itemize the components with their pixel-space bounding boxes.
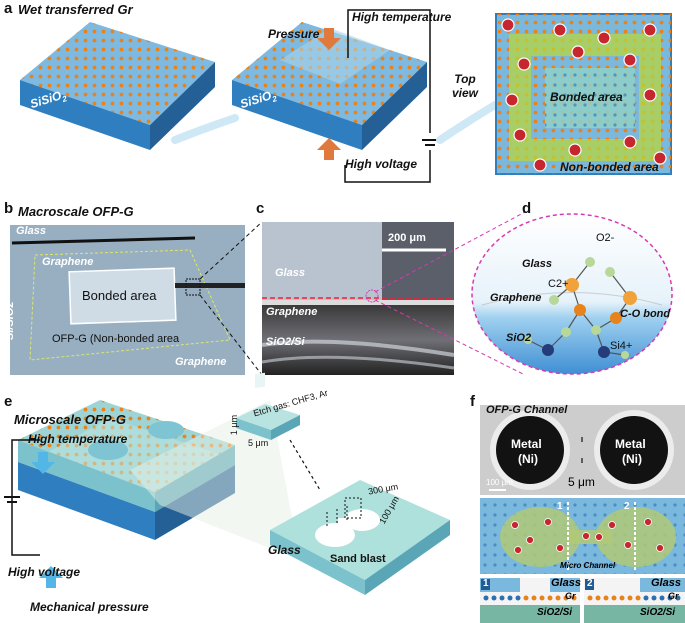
c-graphene-label: Graphene bbox=[266, 306, 318, 318]
substrate-block-2 bbox=[232, 22, 427, 150]
panel-c-micrograph bbox=[261, 222, 455, 375]
b-glass-label: Glass bbox=[16, 225, 46, 237]
d-graphene-label: Graphene bbox=[490, 292, 542, 304]
panel-b-photo bbox=[10, 225, 245, 375]
panel-f-cross-sections bbox=[480, 578, 685, 623]
panel-d-bond-diagram bbox=[471, 213, 673, 375]
panel-b-letter: b bbox=[4, 200, 14, 217]
b-ofpg-label: OFP-G (Non-bonded area bbox=[52, 333, 180, 345]
f-cs2-glass: Glass bbox=[651, 577, 681, 589]
etch-block bbox=[236, 372, 300, 440]
f-cs1-glass: Glass bbox=[551, 577, 581, 589]
b-graphene-top-label: Graphene bbox=[42, 256, 94, 268]
high-voltage-label: High voltage bbox=[345, 157, 418, 171]
panel-f-title: OFP-G Channel bbox=[486, 404, 568, 416]
f-cs2-number: 2 bbox=[587, 578, 593, 589]
panel-d-letter: d bbox=[522, 200, 532, 217]
circuit-wire-a bbox=[347, 9, 431, 133]
d-o2-label: O2- bbox=[596, 232, 615, 244]
f-marker1: 1 bbox=[557, 501, 563, 512]
e-1um-label: 1 μm bbox=[229, 414, 240, 436]
b-graphene-bottom-label: Graphene bbox=[175, 356, 227, 368]
panel-f-topview bbox=[480, 498, 685, 574]
f-cs2-sio2si: SiO2/Si bbox=[640, 607, 676, 618]
e-high-voltage-label: High voltage bbox=[8, 565, 81, 579]
d-glass-label: Glass bbox=[522, 258, 552, 270]
si-atom bbox=[542, 344, 554, 356]
bonded-area-label: Bonded area bbox=[550, 90, 623, 104]
c-glass-label: Glass bbox=[275, 267, 305, 279]
d-co-bond-label: C-O bond bbox=[620, 308, 671, 320]
f-micro-channel-label: Micro Channel bbox=[560, 561, 616, 570]
pressure-arrow-up bbox=[317, 138, 341, 160]
f-cs2-gr: Gr bbox=[668, 591, 679, 601]
b-si-sio2-label: Si/SiO2 bbox=[4, 301, 16, 340]
panel-f-micrograph bbox=[480, 405, 685, 495]
f-cs1-number: 1 bbox=[483, 578, 489, 589]
f-metal2-label: Metal bbox=[615, 437, 646, 451]
e-high-temperature-label: High temperature bbox=[28, 432, 128, 446]
e-sisio2-label: SiSiO2 bbox=[34, 520, 70, 532]
substrate-block-1 bbox=[20, 22, 215, 150]
pressure-arrow-down bbox=[317, 28, 341, 50]
panel-f-letter: f bbox=[470, 393, 475, 410]
e-glass2-label: Glass bbox=[268, 543, 301, 557]
panel-e-letter: e bbox=[4, 393, 13, 410]
f-ni1-label: (Ni) bbox=[518, 452, 538, 466]
b-bonded-area-label: Bonded area bbox=[82, 288, 157, 303]
f-cs1-sio2si: SiO2/Si bbox=[537, 607, 573, 618]
electron-markers bbox=[501, 18, 667, 172]
c-sio2si-label: SiO2/Si bbox=[266, 336, 305, 348]
panel-e-title: Microscale OFP-G bbox=[14, 412, 126, 427]
e-mechanical-pressure-label: Mechanical pressure bbox=[30, 600, 149, 614]
d-sio2-label: SiO2 bbox=[506, 332, 532, 344]
f-ni2-label: (Ni) bbox=[622, 452, 642, 466]
pressure-label: Pressure bbox=[268, 27, 320, 41]
o-atom bbox=[585, 257, 595, 267]
arrow-curve-1 bbox=[171, 114, 239, 144]
e-5um-label: 5 μm bbox=[248, 438, 269, 448]
f-gap-label: 5 μm bbox=[568, 475, 595, 489]
top-view-square bbox=[495, 13, 672, 175]
e-glass-label: Glass bbox=[34, 504, 64, 516]
panel-b-title: Macroscale OFP-G bbox=[18, 204, 134, 219]
e-sand-blast-label: Sand blast bbox=[330, 553, 386, 565]
f-scale-label: 100 μm bbox=[486, 478, 513, 487]
c-scale-bar-label: 200 μm bbox=[388, 232, 426, 244]
high-temperature-label: High temperature bbox=[352, 10, 452, 24]
panel-c-letter: c bbox=[256, 200, 265, 217]
d-si4-label: Si4+ bbox=[610, 340, 633, 352]
f-cs1-gr: Gr bbox=[565, 591, 576, 601]
panel-a-letter: a bbox=[4, 0, 13, 17]
panel-a-title: Wet transferred Gr bbox=[18, 2, 133, 17]
top-view-label: Top view bbox=[451, 72, 478, 100]
sandblast-block bbox=[270, 480, 450, 595]
non-bonded-area-label: Non-bonded area bbox=[560, 160, 659, 174]
f-marker2: 2 bbox=[624, 501, 630, 512]
d-c2-label: C2+ bbox=[548, 278, 569, 290]
f-metal1-label: Metal bbox=[511, 437, 542, 451]
